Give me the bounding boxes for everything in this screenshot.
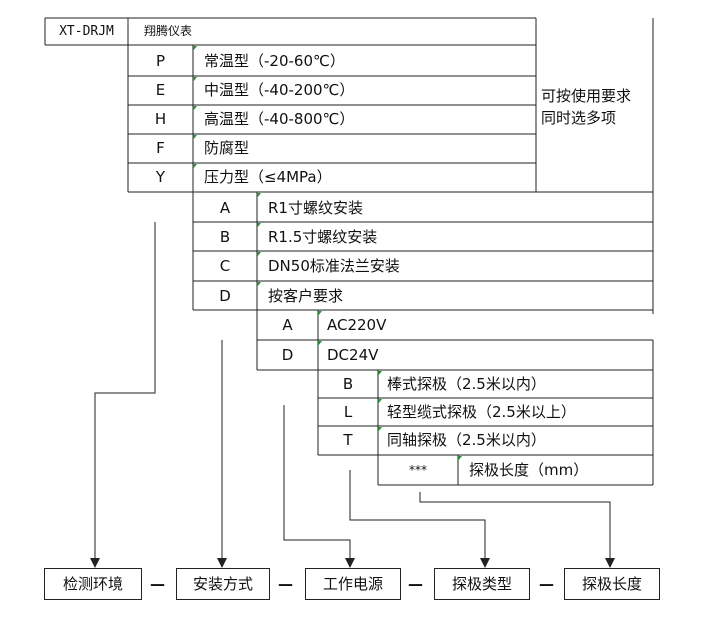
env-label: 压力型（≤4MPa）	[204, 168, 332, 186]
probe-length-code: ***	[409, 463, 427, 477]
mount-label: R1寸螺纹安装	[268, 199, 363, 217]
env-code: P	[155, 52, 166, 70]
legend-power-box: 工作电源	[305, 568, 401, 600]
power-label: AC220V	[327, 316, 387, 334]
probe-type-label: 轻型缆式探极（2.5米以上）	[387, 403, 576, 421]
env-code: E	[155, 81, 166, 99]
legend-environment-box: 检测环境	[44, 568, 142, 600]
probe-type-label: 棒式探极（2.5米以内）	[387, 375, 546, 393]
env-label: 中温型（-40-200℃）	[204, 81, 355, 99]
env-code: H	[154, 110, 167, 128]
legend-separator: —	[408, 575, 423, 593]
multi-select-note: 可按使用要求	[541, 87, 632, 105]
legend-separator: —	[278, 575, 293, 593]
env-code: Y	[155, 168, 166, 186]
probe-type-code: L	[343, 403, 353, 421]
probe-type-code: T	[343, 431, 353, 449]
legend-probe-length-box: 探极长度	[564, 568, 660, 600]
mount-code: C	[219, 257, 231, 275]
power-label: DC24V	[327, 346, 379, 364]
mount-label: R1.5寸螺纹安装	[268, 228, 378, 246]
power-code: D	[281, 346, 294, 364]
env-label: 防腐型	[204, 139, 250, 157]
probe-type-label: 同轴探极（2.5米以内）	[387, 431, 546, 449]
mount-label: DN50标准法兰安装	[268, 257, 400, 275]
legend-separator: —	[539, 575, 554, 593]
mount-code: A	[219, 199, 231, 217]
mount-label: 按客户要求	[268, 287, 344, 305]
legend-separator: —	[150, 575, 165, 593]
legend-mounting-box: 安装方式	[176, 568, 270, 600]
power-code: A	[282, 316, 293, 334]
env-label: 常温型（-20-60℃）	[204, 52, 345, 70]
env-code: F	[156, 139, 165, 157]
multi-select-note: 同时选多项	[541, 109, 617, 127]
probe-length-label: 探极长度（mm）	[469, 461, 589, 479]
legend-probe-type-box: 探极类型	[434, 568, 530, 600]
mount-code: B	[219, 228, 231, 246]
mount-code: D	[219, 287, 231, 305]
probe-type-code: B	[342, 375, 354, 393]
brand-name: 翔腾仪表	[144, 24, 193, 38]
env-label: 高温型（-40-800℃）	[204, 110, 355, 128]
model-number: XT-DRJM	[59, 24, 114, 39]
